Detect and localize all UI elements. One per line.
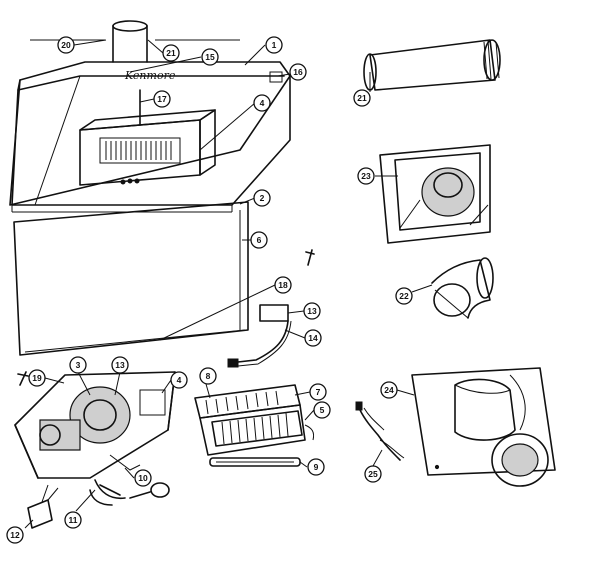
callout-25: 25 [364,465,382,483]
duct-pipe [363,39,501,91]
callout-8: 8 [199,367,217,385]
wire-harness [27,479,170,529]
callout-11: 11 [64,511,82,529]
screw-16 [305,249,315,266]
svg-text:1: 1 [272,40,277,50]
svg-text:21: 21 [166,48,176,58]
callout-17: 17 [153,90,171,108]
svg-text:12: 12 [10,530,20,540]
svg-text:23: 23 [361,171,371,181]
callout-24: 24 [380,381,398,399]
callout-15: 15 [201,48,219,66]
svg-text:4: 4 [177,375,182,385]
screw-19 [17,371,29,386]
callout-3: 3 [69,356,87,374]
blower-assembly-lower [14,371,176,479]
roof-jack [379,144,491,244]
wall-cap-damper [411,367,556,487]
svg-text:20: 20 [61,40,71,50]
grille-assembly [194,384,315,456]
callout-19: 19 [28,369,46,387]
callout-16: 16 [289,63,307,81]
callout-12: 12 [6,526,24,544]
range-hood-body: Kenmore [9,61,291,213]
svg-text:21: 21 [357,93,367,103]
callout-23: 23 [357,167,375,185]
callout-21-duct: 21 [353,89,371,107]
svg-text:14: 14 [308,333,318,343]
svg-text:11: 11 [69,515,78,525]
svg-text:24: 24 [384,385,394,395]
callout-13-lower: 13 [111,356,129,374]
callout-10: 10 [134,469,152,487]
duct-elbow [431,257,494,319]
svg-text:25: 25 [368,469,378,479]
callout-6: 6 [250,231,268,249]
svg-text:13: 13 [115,360,125,370]
svg-text:9: 9 [314,462,319,472]
svg-text:2: 2 [260,193,265,203]
svg-text:3: 3 [76,360,81,370]
svg-text:19: 19 [32,373,42,383]
leader-lines [24,39,433,529]
callout-18: 18 [274,276,292,294]
callout-5: 5 [313,401,331,419]
svg-text:16: 16 [293,67,303,77]
svg-text:5: 5 [320,405,325,415]
svg-text:13: 13 [307,306,317,316]
callout-21-top: 21 [162,44,180,62]
callout-9: 9 [307,458,325,476]
svg-text:4: 4 [260,98,265,108]
blower-housing-unit [79,89,216,186]
callout-1: 1 [265,36,283,54]
brand-logo: Kenmore [124,69,176,82]
svg-text:18: 18 [278,280,288,290]
svg-text:6: 6 [257,235,262,245]
svg-text:17: 17 [157,94,167,104]
svg-text:8: 8 [206,371,211,381]
callout-4: 4 [253,94,271,112]
callout-2: 2 [253,189,271,207]
callout-20: 20 [57,36,75,54]
callout-7: 7 [309,383,327,401]
svg-text:22: 22 [399,291,409,301]
filter-panel [13,201,249,356]
svg-text:10: 10 [138,473,148,483]
light-socket-assembly [227,304,292,368]
callout-14: 14 [304,329,322,347]
callout-22: 22 [395,287,413,305]
light-tube [209,457,301,467]
power-cord [355,401,405,461]
callout-4-lower: 4 [170,371,188,389]
svg-text:15: 15 [205,52,215,62]
svg-text:7: 7 [316,387,321,397]
callout-13: 13 [303,302,321,320]
